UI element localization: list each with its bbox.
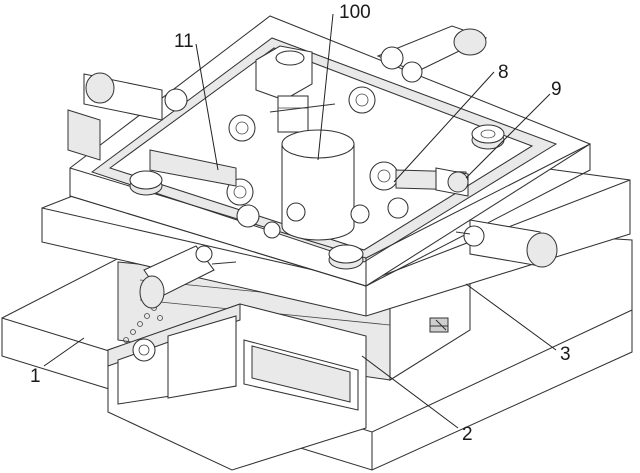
control-console bbox=[107, 303, 367, 471]
motor-right bbox=[455, 219, 558, 268]
leader-8 bbox=[393, 71, 495, 183]
leader-3 bbox=[465, 283, 557, 351]
corner-posts bbox=[129, 124, 505, 270]
label-1: 1 bbox=[30, 366, 41, 387]
label-8: 8 bbox=[498, 62, 509, 83]
label-2: 2 bbox=[462, 424, 473, 445]
leader-2 bbox=[361, 355, 459, 429]
motor-left bbox=[67, 72, 188, 161]
label-3: 3 bbox=[560, 344, 571, 365]
leader-100 bbox=[317, 13, 334, 161]
leader-1 bbox=[43, 337, 85, 367]
gear-assembly-left bbox=[149, 149, 306, 239]
central-cylinder bbox=[281, 129, 355, 241]
motor-top-right bbox=[376, 25, 488, 83]
leader-11 bbox=[195, 43, 219, 171]
label-9: 9 bbox=[551, 79, 562, 100]
leader-9 bbox=[465, 93, 551, 179]
reference-labels: 100 11 8 9 1 2 3 bbox=[30, 2, 571, 445]
motor-front-left bbox=[139, 245, 237, 309]
leader-lines bbox=[43, 13, 557, 429]
label-11: 11 bbox=[174, 31, 194, 52]
motor-right-upper bbox=[435, 167, 469, 197]
gear-assembly-top bbox=[228, 86, 376, 142]
label-100: 100 bbox=[339, 2, 371, 23]
top-mount bbox=[255, 45, 313, 133]
